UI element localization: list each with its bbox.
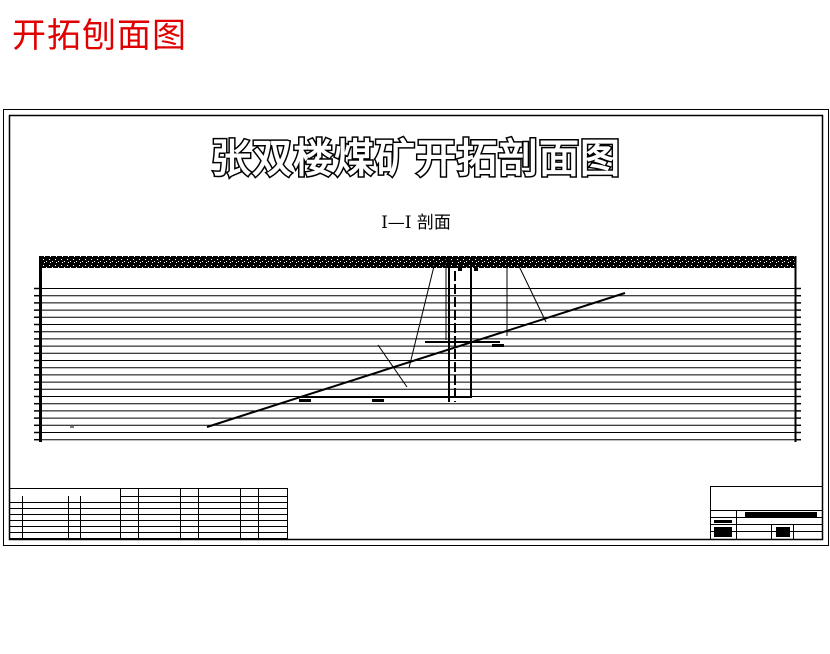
section-label: I—I 剖面 xyxy=(381,213,451,233)
ground-surface xyxy=(40,256,795,268)
inner-frame xyxy=(8,114,824,541)
page-title: 开拓刨面图 xyxy=(12,16,187,56)
stratum-lines xyxy=(40,288,795,441)
cross-section xyxy=(34,256,801,442)
legend-table xyxy=(9,488,288,539)
coal-seam xyxy=(206,292,626,428)
title-block xyxy=(710,486,823,540)
drawing-title: 张双楼煤矿开拓剖面图 xyxy=(211,136,621,182)
elevation-ticks xyxy=(34,287,801,441)
outer-frame xyxy=(3,109,829,546)
